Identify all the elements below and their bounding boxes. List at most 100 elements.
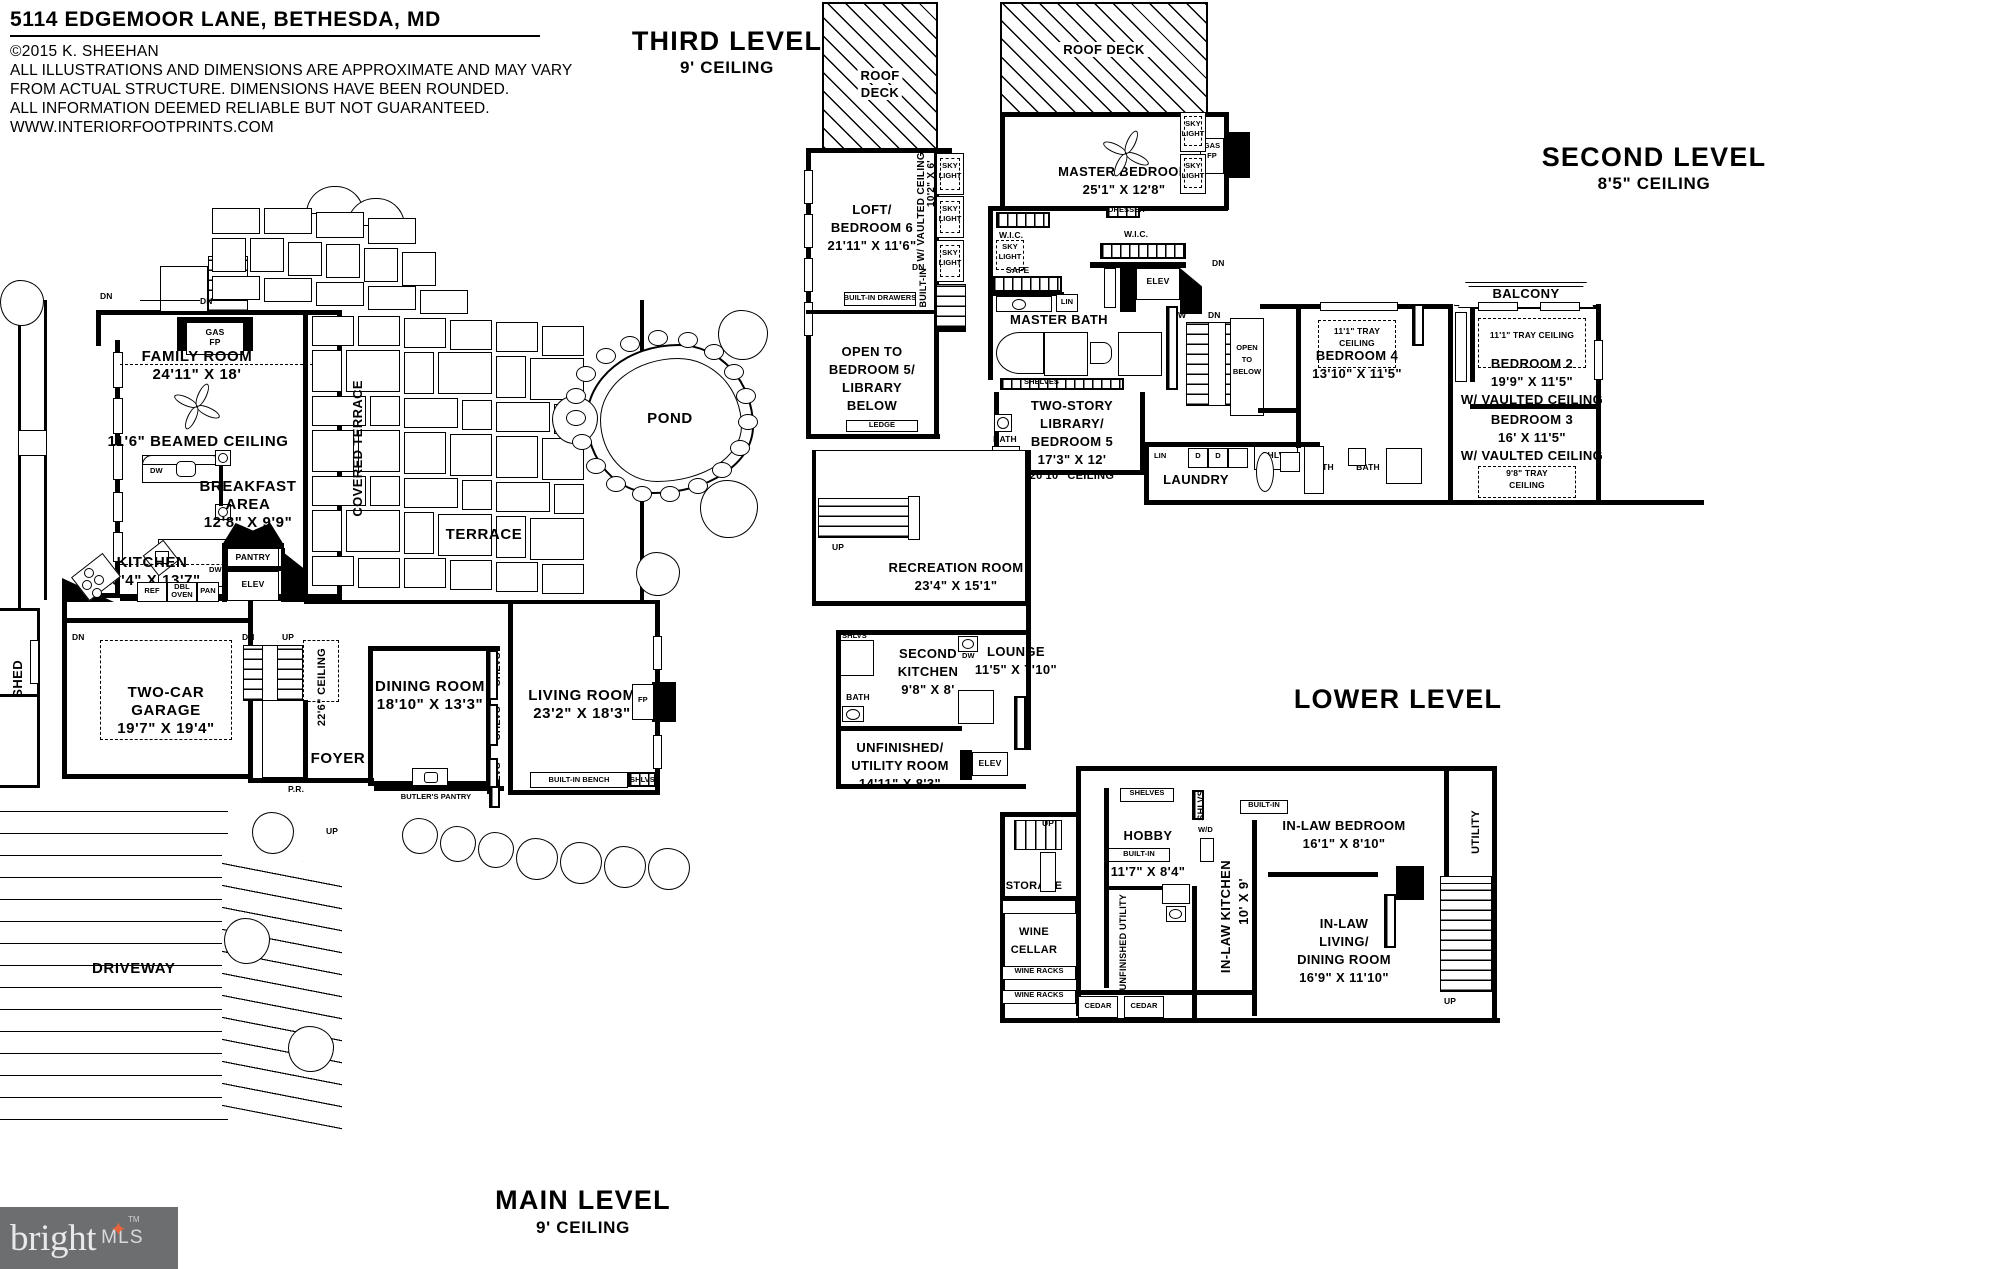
third-level-title: THIRD LEVEL xyxy=(631,26,823,56)
label-covered-terrace: COVERED TERRACE xyxy=(350,380,365,517)
label-sky-m2b: LIGHT xyxy=(1181,171,1205,180)
dims-bedroom-2: 19'9" X 11'5" xyxy=(1490,374,1574,389)
dims-living-room: 23'2" X 18'3" xyxy=(533,705,631,722)
label-inlaw-living-2: LIVING/ xyxy=(1319,934,1369,949)
label-open-below-3: BELOW xyxy=(1232,367,1262,376)
logo-sub: MLS xyxy=(101,1227,144,1248)
label-roof-deck-2: DECK xyxy=(857,85,903,101)
dims-lounge: 11'5" X 7'10" xyxy=(974,662,1058,677)
label-open-below-1: OPEN xyxy=(1236,343,1258,352)
dims-inlaw-bedroom: 16'1" X 8'10" xyxy=(1302,836,1386,851)
label-bath-lower-1: BATH xyxy=(846,692,870,702)
dims-recreation-room: 23'4" X 15'1" xyxy=(914,578,998,593)
label-wine-racks-2: WINE RACKS xyxy=(1014,990,1064,999)
label-elev-lower: ELEV xyxy=(978,758,1002,768)
label-up-2nd-b: DN xyxy=(1212,258,1225,268)
note-library-ceiling: 20'10" CEILING xyxy=(1029,470,1115,482)
dims-unfinished: 14'11" X 8'3" xyxy=(858,776,942,791)
main-level-title: MAIN LEVEL xyxy=(495,1185,671,1215)
label-ledge: LEDGE xyxy=(868,420,896,429)
dims-bedroom-4: 13'10" X 11'5" xyxy=(1312,366,1402,381)
label-hobby-1: HOBBY xyxy=(1123,828,1173,843)
dims-inlaw-kitchen: 10' X 9' xyxy=(1236,878,1251,925)
dims-hobby: 11'7" X 8'4" xyxy=(1110,864,1186,879)
label-breakfast-area-1: BREAKFAST xyxy=(199,478,297,495)
label-unfinished-1: UNFINISHED/ xyxy=(856,740,944,755)
label-garage-1: TWO-CAR xyxy=(127,684,205,701)
label-lin-2: LIN xyxy=(1154,451,1167,460)
ceiling-fan-icon xyxy=(172,381,222,432)
label-fp-living: FP xyxy=(638,695,648,704)
driveway-brick-2 xyxy=(222,846,342,1130)
label-dining-room: DINING ROOM xyxy=(375,678,485,695)
label-dw-1: DW xyxy=(150,466,163,475)
dims-inlaw-living: 16'9" X 11'10" xyxy=(1299,970,1389,985)
driveway-brick xyxy=(0,790,228,1120)
label-utility: UTILITY xyxy=(1470,810,1482,854)
label-roof-deck-1: ROOF xyxy=(857,68,903,84)
label-master-bath: MASTER BATH xyxy=(1010,312,1108,327)
label-dbl-oven-2: OVEN xyxy=(171,590,193,599)
label-wic-1: W.I.C. xyxy=(999,230,1024,240)
label-pantry: PANTRY xyxy=(235,552,271,562)
label-built-in-lower-2: BUILT-IN xyxy=(1248,800,1280,809)
label-safe: SAFE xyxy=(1006,265,1030,275)
label-living-room: LIVING ROOM xyxy=(528,687,636,704)
label-built-in-lower-1: BUILT-IN xyxy=(1123,849,1155,858)
label-bath-2nd-3: BATH xyxy=(1356,462,1380,472)
label-pr: P.R. xyxy=(288,784,305,794)
label-lin: LIN xyxy=(1060,297,1074,306)
note-beamed-ceiling: 11'6" BEAMED CEILING xyxy=(107,433,289,450)
label-shlvs-4: SHLVS xyxy=(630,775,655,784)
label-bath-2nd-1: BATH xyxy=(993,434,1017,444)
note-tray-bed3-1: 9'8" TRAY xyxy=(1506,468,1548,478)
label-dn-1: DN xyxy=(200,296,213,306)
label-sky-3b: LIGHT xyxy=(938,258,962,267)
label-up-lower-1: UP xyxy=(832,542,845,552)
third-level-ceiling: 9' CEILING xyxy=(680,58,774,77)
label-up-lower-2: UP xyxy=(1042,818,1055,828)
label-terrace: TERRACE xyxy=(445,526,523,543)
label-driveway: DRIVEWAY xyxy=(92,960,176,977)
label-built-in-drawers: BUILT-IN DRAWERS xyxy=(843,293,917,302)
logo-brand: bright xyxy=(10,1217,97,1259)
page-title: 5114 EDGEMOOR LANE, BETHESDA, MD xyxy=(10,8,540,37)
label-wine-cellar-1: WINE xyxy=(1018,926,1050,938)
label-balcony: BALCONY xyxy=(1492,286,1560,301)
label-sky-wic-b: LIGHT xyxy=(998,252,1022,261)
label-open-to-2: BEDROOM 5/ xyxy=(828,362,916,377)
label-sky-2b: LIGHT xyxy=(938,214,962,223)
label-library-2: LIBRARY/ xyxy=(1039,416,1105,431)
note-tray-bed4-2: CEILING xyxy=(1339,338,1375,348)
label-inlaw-bedroom: IN-LAW BEDROOM xyxy=(1282,818,1406,833)
label-second-kitchen-1: SECOND xyxy=(899,646,957,661)
label-dn-2nd: W xyxy=(1178,310,1187,320)
label-open-below-2: TO xyxy=(1241,355,1253,364)
label-sky-wic: SKY xyxy=(1002,242,1018,251)
dims-bedroom-3: 16' X 11'5" xyxy=(1498,430,1566,445)
label-foyer: FOYER xyxy=(310,750,366,767)
label-lounge: LOUNGE xyxy=(987,644,1045,659)
label-wic-2: W.I.C. xyxy=(1124,229,1149,239)
label-laundry: LAUNDRY xyxy=(1163,472,1229,487)
label-bedroom-4: BEDROOM 4 xyxy=(1315,348,1399,363)
label-library-1: TWO-STORY xyxy=(1030,398,1114,413)
label-garage-2: GARAGE xyxy=(131,702,201,719)
disclaimer-line-2: FROM ACTUAL STRUCTURE. DIMENSIONS HAVE B… xyxy=(10,81,510,98)
label-open-to-4: BELOW xyxy=(846,398,898,413)
roof-deck-left xyxy=(822,2,938,150)
label-wine-racks-1: WINE RACKS xyxy=(1014,966,1064,975)
label-master-bedroom: MASTER BEDROOM xyxy=(1058,164,1190,179)
label-loft-2: BEDROOM 6 xyxy=(830,220,914,235)
label-unfinished-2: UTILITY ROOM xyxy=(851,758,949,773)
label-shelves-mb: SHELVES xyxy=(1024,377,1059,386)
dims-dining-room: 18'10" X 13'3" xyxy=(376,696,484,713)
label-shlvs-lower-2: SHLVS xyxy=(1196,790,1206,821)
label-built-in-3rd: BUILT-IN xyxy=(918,268,928,308)
label-sky-m2: SKY xyxy=(1185,161,1201,170)
label-inlaw-kitchen: IN-LAW KITCHEN xyxy=(1218,860,1233,974)
label-sky-1b: LIGHT xyxy=(938,171,962,180)
label-shlvs-lower-1: SHLVS xyxy=(842,631,867,640)
label-unfinished-utility: UNFINISHED UTILITY xyxy=(1118,894,1128,991)
dims-loft: 21'11" X 11'6" xyxy=(827,238,917,253)
